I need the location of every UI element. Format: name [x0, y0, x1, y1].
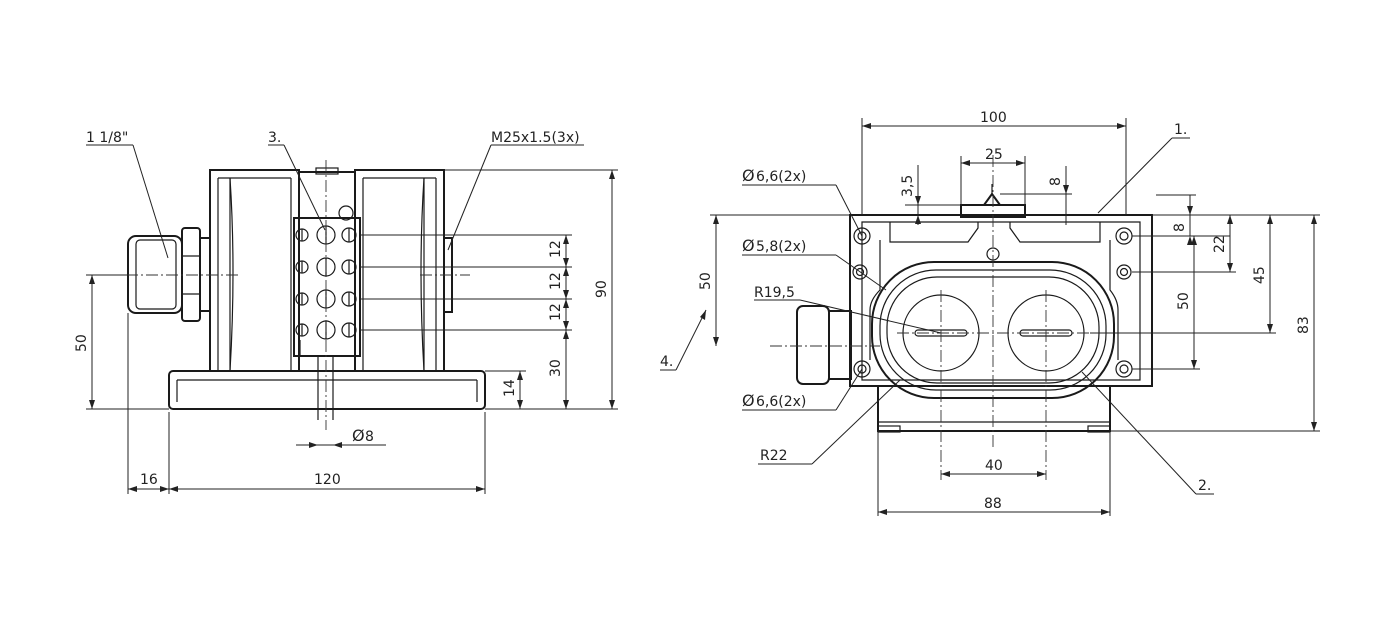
dim-body-width: 88	[984, 496, 1002, 512]
dim-right-50: 50	[1176, 292, 1192, 310]
callout-item-4: 4.	[660, 354, 673, 370]
right-dimensions: 100 25 3,5 8 Ø 6,6(2x) Ø 5,8(2x) R19,5 Ø…	[660, 110, 1320, 516]
lower-body	[877, 386, 1111, 433]
left-housing-block	[209, 169, 300, 372]
base-plate	[168, 370, 486, 410]
dim-hole-bottom-value: 6,6(2x)	[756, 394, 806, 410]
dim-hole-top-value: 6,6(2x)	[756, 169, 806, 185]
dim-gland-thread: M25x1.5(3x)	[491, 130, 580, 146]
dim-right-8: 8	[1172, 223, 1188, 232]
dim-base-length: 120	[314, 472, 341, 488]
dim-pitch-3: 12	[548, 303, 564, 321]
mounting-holes	[852, 227, 1133, 378]
right-housing-block	[354, 169, 445, 372]
callout-item-1: 1.	[1174, 122, 1187, 138]
dim-pitch-1: 12	[548, 240, 564, 258]
dim-base-height: 14	[502, 379, 518, 397]
dim-left-50: 50	[698, 272, 714, 290]
dim-radius-22: R22	[760, 448, 788, 464]
dim-pin-diameter-symbol: Ø	[352, 426, 365, 445]
dim-hole-top-symbol: Ø	[742, 166, 755, 185]
dim-hole-58-value: 5,8(2x)	[756, 239, 806, 255]
callout-item-3: 3.	[268, 130, 281, 146]
dim-button-spacing: 40	[985, 458, 1003, 474]
callout-item-2: 2.	[1198, 478, 1211, 494]
pin	[317, 356, 334, 420]
side-gland	[796, 305, 852, 385]
dim-cap-height: 3,5	[900, 175, 916, 197]
dim-lower-row: 30	[548, 359, 564, 377]
dim-hole-bottom-symbol: Ø	[742, 391, 755, 410]
dim-pitch-2: 12	[548, 272, 564, 290]
dim-total-height: 90	[594, 280, 610, 298]
left-side-view	[86, 160, 486, 430]
dim-pin-diameter-value: 8	[365, 429, 374, 445]
dim-right-22: 22	[1212, 235, 1228, 253]
dim-hole-58-symbol: Ø	[742, 236, 755, 255]
dim-right-45: 45	[1252, 266, 1268, 284]
dim-radius-195: R19,5	[754, 285, 795, 301]
terminal-block	[293, 205, 361, 357]
dim-cap-right: 8	[1048, 177, 1064, 186]
dim-cap-width: 25	[985, 147, 1003, 163]
dim-overall-width: 100	[980, 110, 1007, 126]
dim-conduit-thread: 1 1/8"	[86, 130, 128, 146]
dim-gland-offset: 16	[140, 472, 158, 488]
dim-axis-height: 50	[74, 334, 90, 352]
left-dimensions: 1 1/8" 3. M25x1.5(3x) 12 12 12 30 90 14 …	[74, 130, 618, 494]
conduit-fitting	[127, 227, 211, 322]
right-top-view	[770, 155, 1153, 480]
dim-overall-height: 83	[1296, 316, 1312, 334]
